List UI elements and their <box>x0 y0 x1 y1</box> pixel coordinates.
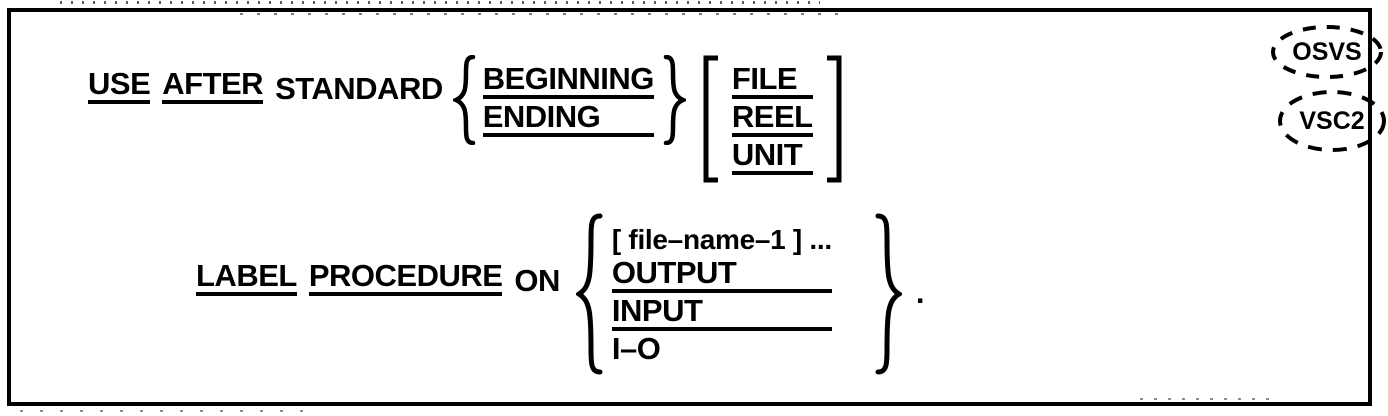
left-brace-icon <box>452 55 475 145</box>
option-beginning: BEGINNING <box>482 63 654 99</box>
line1-optional-options: FILE REEL UNIT <box>731 62 813 176</box>
statement-terminator: . <box>915 275 925 310</box>
option-i-o: I–O <box>611 330 661 366</box>
option-output: OUTPUT <box>611 257 832 293</box>
dashed-ellipse-icon <box>1278 90 1386 152</box>
right-brace-icon <box>663 55 686 145</box>
left-brace-icon <box>575 213 603 375</box>
option-reel: REEL <box>731 101 813 137</box>
right-bracket-icon <box>826 55 842 183</box>
badge-label: VSC2 <box>1299 106 1365 135</box>
line1-optional-group: FILE REEL UNIT <box>700 55 845 183</box>
scan-artifact <box>60 1 820 4</box>
right-brace-icon <box>875 213 902 375</box>
line1-choice-options: BEGINNING ENDING <box>482 62 654 138</box>
syntax-line-2: LABEL PROCEDURE ON [ file–name–1 ] ... O… <box>196 213 925 375</box>
keyword-use: USE <box>88 68 151 104</box>
dashed-ellipse-icon <box>1271 25 1383 79</box>
badge-osvs: OSVS <box>1268 24 1386 80</box>
option-file: FILE <box>731 63 813 99</box>
line1-choice-group: BEGINNING ENDING <box>443 55 686 145</box>
keyword-after: AFTER <box>162 68 264 104</box>
line1-keywords: USE AFTER STANDARD <box>88 68 443 104</box>
scan-artifact <box>20 410 320 412</box>
left-bracket-icon <box>703 55 718 183</box>
option-ending: ENDING <box>482 101 654 137</box>
option-file-name-1: [ file–name–1 ] ... <box>611 223 832 255</box>
badge-vsc2: VSC2 <box>1276 88 1388 154</box>
line2-choice-group: [ file–name–1 ] ... OUTPUT INPUT I–O <box>560 213 902 375</box>
keyword-label: LABEL <box>196 260 297 296</box>
badge-label: OSVS <box>1292 37 1362 66</box>
syntax-line-1: USE AFTER STANDARD BEGINNING ENDING FIL <box>88 55 845 183</box>
keyword-on: ON <box>514 263 560 298</box>
option-input: INPUT <box>611 295 832 331</box>
keyword-standard: STANDARD <box>275 71 443 106</box>
line2-keywords: LABEL PROCEDURE ON <box>196 260 560 296</box>
keyword-procedure: PROCEDURE <box>308 260 503 296</box>
option-unit: UNIT <box>731 139 813 175</box>
syntax-diagram-box <box>7 8 1372 406</box>
line2-choice-options: [ file–name–1 ] ... OUTPUT INPUT I–O <box>611 223 832 366</box>
